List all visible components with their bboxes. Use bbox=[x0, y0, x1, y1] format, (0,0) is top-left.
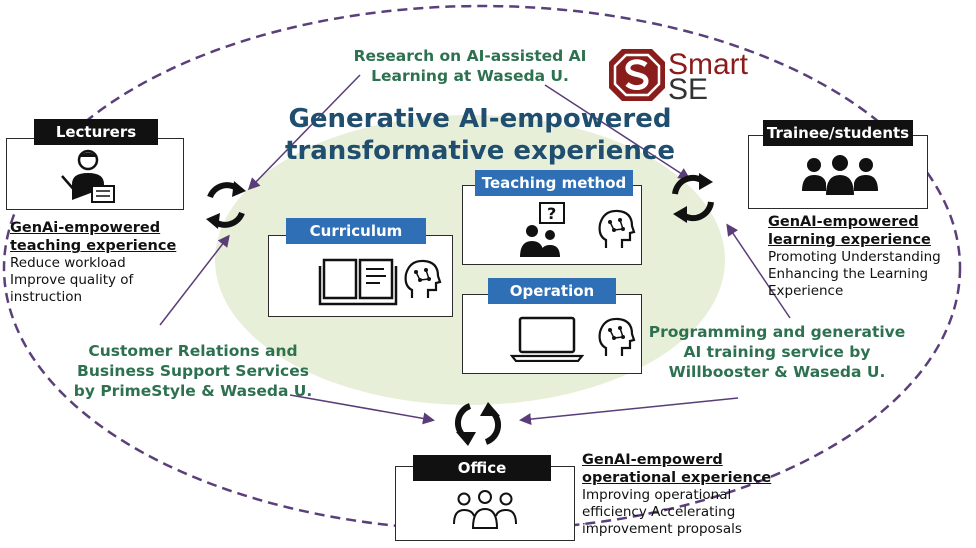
research-line2: Learning at Waseda U. bbox=[371, 67, 569, 85]
office-heading-1: GenAI-empowerd bbox=[582, 452, 723, 468]
programming-line1: Programming and generative bbox=[648, 323, 906, 341]
ai-head-icon-teaching bbox=[598, 209, 636, 248]
ai-head-icon-curriculum bbox=[404, 259, 442, 298]
open-book-icon bbox=[318, 258, 398, 306]
lecturers-point-3: instruction bbox=[10, 289, 83, 305]
students-group-icon bbox=[802, 155, 878, 195]
office-experience: GenAI-empowerd operational experience Im… bbox=[582, 451, 772, 538]
students-heading-2: learning experience bbox=[768, 232, 931, 248]
smartse-logo-mark bbox=[609, 49, 665, 101]
customer-relations-text: Customer Relations and Business Support … bbox=[68, 341, 318, 401]
programming-text: Programming and generative AI training s… bbox=[646, 322, 908, 382]
students-point-1: Promoting Understanding bbox=[768, 249, 941, 265]
arrow-programming-to-students bbox=[726, 223, 791, 319]
cycle-arrows-icon-bottom bbox=[454, 402, 502, 446]
question-people-icon: ? bbox=[520, 202, 565, 257]
lecturers-heading-1: GenAi-empowered bbox=[10, 220, 161, 236]
arrow-programming-to-office bbox=[519, 397, 739, 426]
office-heading-2: operational experience bbox=[582, 470, 772, 486]
logo-se-text: SE bbox=[668, 73, 709, 106]
students-experience: GenAI-empowered learning experience Prom… bbox=[768, 213, 973, 300]
ai-head-icon-operation bbox=[598, 317, 636, 356]
arrow-research-to-students bbox=[544, 84, 691, 180]
lecturers-experience: GenAi-empowered teaching experience Redu… bbox=[10, 219, 195, 306]
svg-text:?: ? bbox=[547, 204, 556, 223]
arrow-research-to-lecturers bbox=[247, 74, 361, 191]
teaching-method-label: Teaching method bbox=[475, 170, 633, 196]
programming-line3: Willbooster & Waseda U. bbox=[668, 363, 886, 381]
laptop-icon bbox=[510, 316, 584, 362]
customer-relations-line2: Business Support Services bbox=[77, 362, 309, 380]
students-point-2: Enhancing the Learning bbox=[768, 266, 929, 282]
students-point-3: Experience bbox=[768, 283, 844, 299]
programming-line2: AI training service by bbox=[683, 343, 871, 361]
research-text: Research on AI-assisted AI Learning at W… bbox=[330, 46, 610, 86]
students-label: Trainee/students bbox=[763, 120, 913, 146]
cycle-arrows-icon-right bbox=[672, 173, 714, 223]
main-title-line2: transformative experience bbox=[285, 136, 675, 166]
office-point-3: improvement proposals bbox=[582, 521, 742, 537]
cycle-arrows-icon-left bbox=[206, 181, 246, 229]
lecturers-label: Lecturers bbox=[34, 119, 158, 145]
office-point-1: Improving operational bbox=[582, 487, 732, 503]
office-label: Office bbox=[413, 455, 551, 481]
lecturers-point-1: Reduce workload bbox=[10, 255, 126, 271]
lecturer-icon bbox=[61, 149, 115, 203]
arrow-customer-to-office bbox=[289, 394, 435, 425]
office-team-icon bbox=[453, 490, 517, 529]
operation-label: Operation bbox=[488, 278, 616, 304]
lecturers-heading-2: teaching experience bbox=[10, 238, 177, 254]
customer-relations-line3: by PrimeStyle & Waseda U. bbox=[73, 382, 313, 400]
main-title: Generative AI-empowered transformative e… bbox=[255, 103, 705, 167]
office-point-2: efficiency Accelerating bbox=[582, 504, 736, 520]
smartse-logo: Smart SE bbox=[608, 48, 798, 106]
logo-smart-text: Smart bbox=[668, 48, 749, 81]
students-box bbox=[748, 135, 928, 209]
research-line1: Research on AI-assisted AI bbox=[353, 47, 587, 65]
lecturers-point-2: Improve quality of bbox=[10, 272, 134, 288]
arrow-customer-to-lecturers bbox=[159, 234, 230, 326]
students-heading-1: GenAI-empowered bbox=[768, 214, 919, 230]
curriculum-label: Curriculum bbox=[286, 218, 426, 244]
customer-relations-line1: Customer Relations and bbox=[88, 342, 298, 360]
main-title-line1: Generative AI-empowered bbox=[288, 104, 672, 134]
